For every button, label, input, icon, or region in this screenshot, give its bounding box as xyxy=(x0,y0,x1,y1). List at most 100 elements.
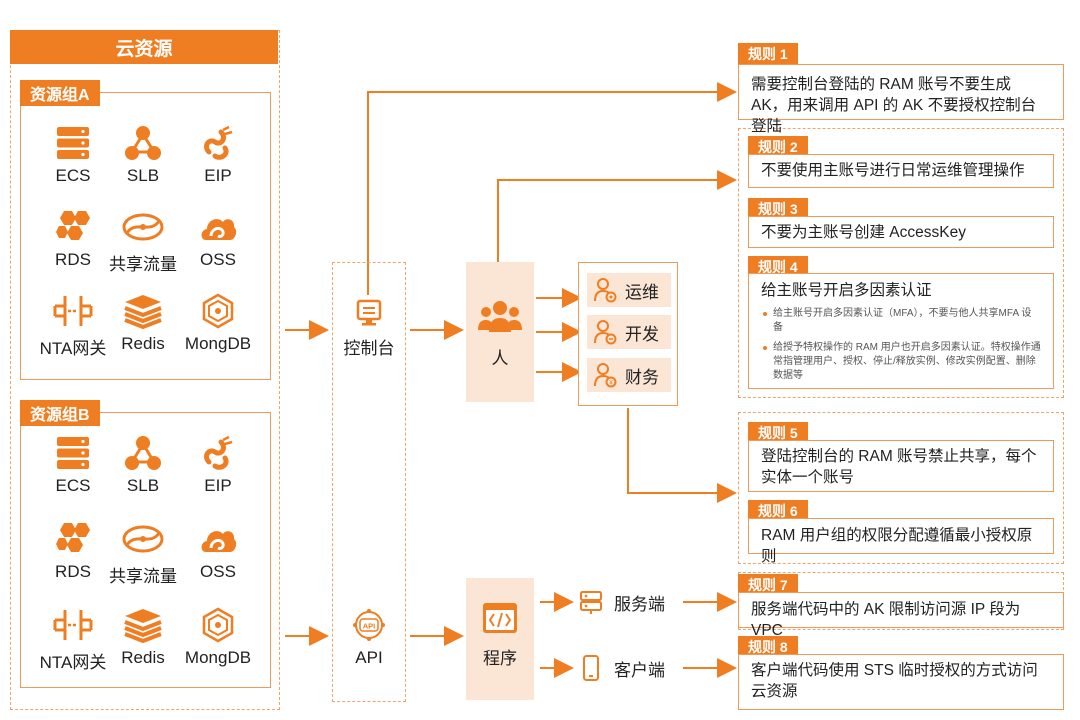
rule6-box: RAM 用户组的权限分配遵循最小授权原则 xyxy=(748,518,1054,565)
resource---gb[interactable]: 共享流量 xyxy=(97,520,189,587)
program-label: 程序 xyxy=(483,649,517,668)
resource-slb-ga[interactable]: SLB xyxy=(97,124,189,186)
nat-gateway-icon xyxy=(27,292,119,330)
role-finance-label: 财务 xyxy=(625,367,659,387)
people-icon xyxy=(478,301,522,332)
rule5-box: 登陆控制台的 RAM 账号禁止共享，每个实体一个账号 xyxy=(748,440,1054,492)
resource-oss-gb[interactable]: OSS xyxy=(172,520,264,582)
resource-group-a-label: 资源组A xyxy=(20,80,100,106)
resource-label: ECS xyxy=(55,166,91,185)
rule3-box: 不要为主账号创建 AccessKey xyxy=(748,216,1054,248)
role-ops[interactable]: 运维 xyxy=(587,273,671,307)
resource-group-b-label: 资源组B xyxy=(20,400,100,426)
roles-box: 运维 开发 ¥ 财务 xyxy=(578,262,678,406)
rule3-text: 不要为主账号创建 AccessKey xyxy=(761,224,966,241)
rule8-tag: 规则 8 xyxy=(738,636,798,658)
rule7-tag: 规则 7 xyxy=(738,574,798,596)
resource-label: OSS xyxy=(200,562,236,581)
resource-label: SLB xyxy=(126,476,160,495)
svg-text:API: API xyxy=(363,622,376,631)
object-storage-icon xyxy=(172,208,264,246)
rule7-box: 服务端代码中的 AK 限制访问源 IP 段为 VPC xyxy=(738,592,1064,639)
resource-mongdb-ga[interactable]: MongDB xyxy=(172,292,264,354)
rule4-bullet-1: 给主账号开启多因素认证（MFA），不要与他人共享MFA 设备 xyxy=(761,307,1041,335)
resource-label: NTA网关 xyxy=(39,339,107,358)
nat-gateway-icon xyxy=(27,606,119,644)
rule1-box: 需要控制台登陆的 RAM 账号不要生成 AK，用来调用 API 的 AK 不要授… xyxy=(738,64,1064,135)
rule8-text: 客户端代码使用 STS 临时授权的方式访问云资源 xyxy=(751,662,1038,700)
resource-label: OSS xyxy=(200,250,236,269)
resource-rds-gb[interactable]: RDS xyxy=(27,520,119,582)
server-icon xyxy=(580,591,602,614)
access-column xyxy=(332,262,406,702)
client-label: 客户端 xyxy=(614,660,665,680)
resource-redis-ga[interactable]: Redis xyxy=(97,292,189,354)
rule4-text: 给主账号开启多因素认证 xyxy=(761,282,932,299)
user-dev-icon xyxy=(594,320,617,345)
resource-label: MongDB xyxy=(184,334,252,353)
client-endpoint[interactable]: 客户端 xyxy=(578,654,682,682)
server-stack-icon xyxy=(27,434,119,472)
api-icon: API xyxy=(353,609,385,641)
resource-oss-ga[interactable]: OSS xyxy=(172,208,264,270)
program-node[interactable]: 程序 xyxy=(466,578,534,700)
rule2-tag: 规则 2 xyxy=(748,136,808,158)
role-dev-label: 开发 xyxy=(625,324,659,344)
resource-nta--ga[interactable]: NTA网关 xyxy=(27,292,119,359)
rule4-box: 给主账号开启多因素认证 给主账号开启多因素认证（MFA），不要与他人共享MFA … xyxy=(748,273,1054,389)
console-label: 控制台 xyxy=(343,339,395,358)
resource---ga[interactable]: 共享流量 xyxy=(97,208,189,275)
role-ops-label: 运维 xyxy=(625,282,659,302)
resource-redis-gb[interactable]: Redis xyxy=(97,606,189,668)
shared-traffic-icon xyxy=(97,520,189,558)
rule6-text: RAM 用户组的权限分配遵循最小授权原则 xyxy=(761,527,1033,565)
resource-slb-gb[interactable]: SLB xyxy=(97,434,189,496)
resource-label: Redis xyxy=(121,334,165,353)
redis-layers-icon xyxy=(97,606,189,644)
elastic-ip-icon xyxy=(172,124,264,162)
resource-ecs-ga[interactable]: ECS xyxy=(27,124,119,186)
shared-traffic-icon xyxy=(97,208,189,246)
user-ops-icon xyxy=(594,278,617,303)
person-node[interactable]: 人 xyxy=(466,262,534,402)
resource-label: EIP xyxy=(204,476,232,495)
rule3-tag: 规则 3 xyxy=(748,198,808,220)
object-storage-icon xyxy=(172,520,264,558)
rule2-text: 不要使用主账号进行日常运维管理操作 xyxy=(761,162,1025,179)
arrow-roles-to-rule5 xyxy=(627,408,737,503)
elastic-ip-icon xyxy=(172,434,264,472)
rule4-tag: 规则 4 xyxy=(748,256,808,278)
resource-label: NTA网关 xyxy=(39,653,107,672)
resource-nta--gb[interactable]: NTA网关 xyxy=(27,606,119,673)
resource-eip-gb[interactable]: EIP xyxy=(172,434,264,496)
api-label: API xyxy=(355,648,383,667)
rules-group-5-6 xyxy=(738,412,1064,564)
server-endpoint[interactable]: 服务端 xyxy=(578,588,682,616)
resource-label: ECS xyxy=(55,476,91,495)
role-finance[interactable]: ¥ 财务 xyxy=(587,358,671,392)
rule7-text: 服务端代码中的 AK 限制访问源 IP 段为 VPC xyxy=(751,601,1021,639)
resource-rds-ga[interactable]: RDS xyxy=(27,208,119,270)
load-balancer-icon xyxy=(97,434,189,472)
resource-ecs-gb[interactable]: ECS xyxy=(27,434,119,496)
resource-eip-ga[interactable]: EIP xyxy=(172,124,264,186)
resource-label: 共享流量 xyxy=(109,567,177,586)
rule4-bullet-2: 给授予特权操作的 RAM 用户也开启多因素认证。特权操作通常指管理用户、授权、停… xyxy=(761,341,1041,383)
resource-label: SLB xyxy=(126,166,160,185)
server-label: 服务端 xyxy=(614,594,665,614)
cloud-resources-title: 云资源 xyxy=(10,30,278,64)
resource-mongdb-gb[interactable]: MongDB xyxy=(172,606,264,668)
api-node[interactable]: API API xyxy=(332,608,406,668)
svg-text:¥: ¥ xyxy=(609,381,613,387)
console-node[interactable]: 控制台 xyxy=(332,298,406,359)
resource-label: 共享流量 xyxy=(109,255,177,274)
mobile-phone-icon xyxy=(583,655,599,681)
server-stack-icon xyxy=(27,124,119,162)
role-dev[interactable]: 开发 xyxy=(587,315,671,349)
user-finance-icon: ¥ xyxy=(594,363,617,388)
resource-label: RDS xyxy=(55,250,91,269)
database-hexagon-icon xyxy=(27,208,119,246)
resource-label: RDS xyxy=(55,562,91,581)
mongodb-icon xyxy=(172,292,264,330)
